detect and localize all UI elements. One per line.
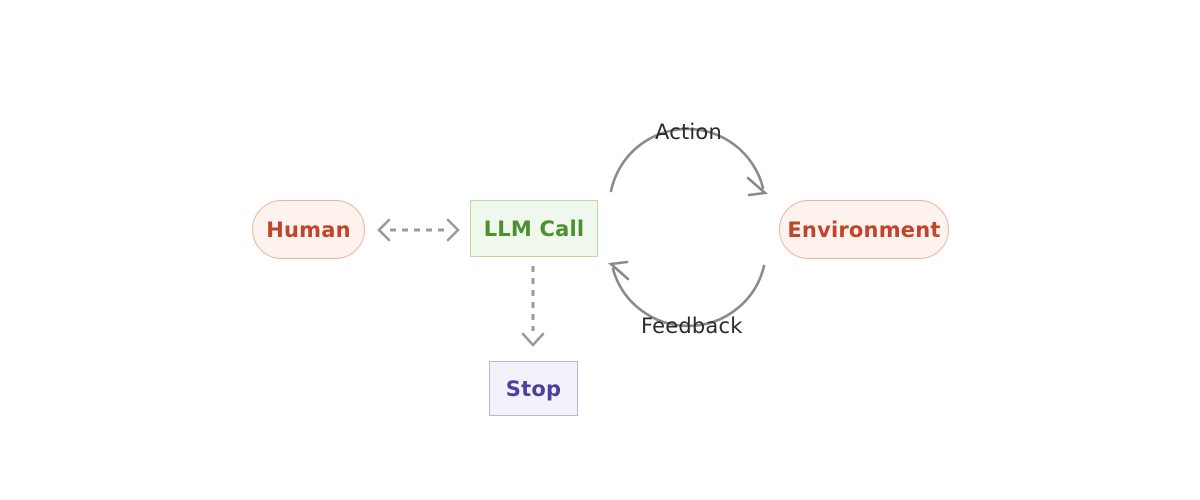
edge-human-llm-arrowhead-left bbox=[377, 218, 391, 242]
edge-label-feedback: Feedback bbox=[641, 314, 743, 338]
edge-human-llm bbox=[377, 218, 460, 242]
edge-action-arc bbox=[609, 127, 765, 193]
node-llm-call[interactable]: LLM Call bbox=[470, 200, 598, 257]
edge-llm-stop-arrowhead bbox=[521, 332, 545, 347]
node-human[interactable]: Human bbox=[252, 200, 365, 259]
edge-action bbox=[609, 127, 769, 197]
edge-label-action: Action bbox=[655, 120, 722, 144]
edge-feedback-arrowhead bbox=[607, 260, 630, 281]
node-environment[interactable]: Environment bbox=[779, 200, 949, 259]
edge-feedback bbox=[607, 260, 766, 328]
edge-llm-stop bbox=[521, 266, 545, 347]
edge-human-llm-arrowhead-right bbox=[446, 218, 460, 242]
node-stop[interactable]: Stop bbox=[489, 361, 578, 416]
edge-action-arrowhead bbox=[746, 176, 769, 197]
edge-feedback-arc bbox=[611, 264, 766, 328]
